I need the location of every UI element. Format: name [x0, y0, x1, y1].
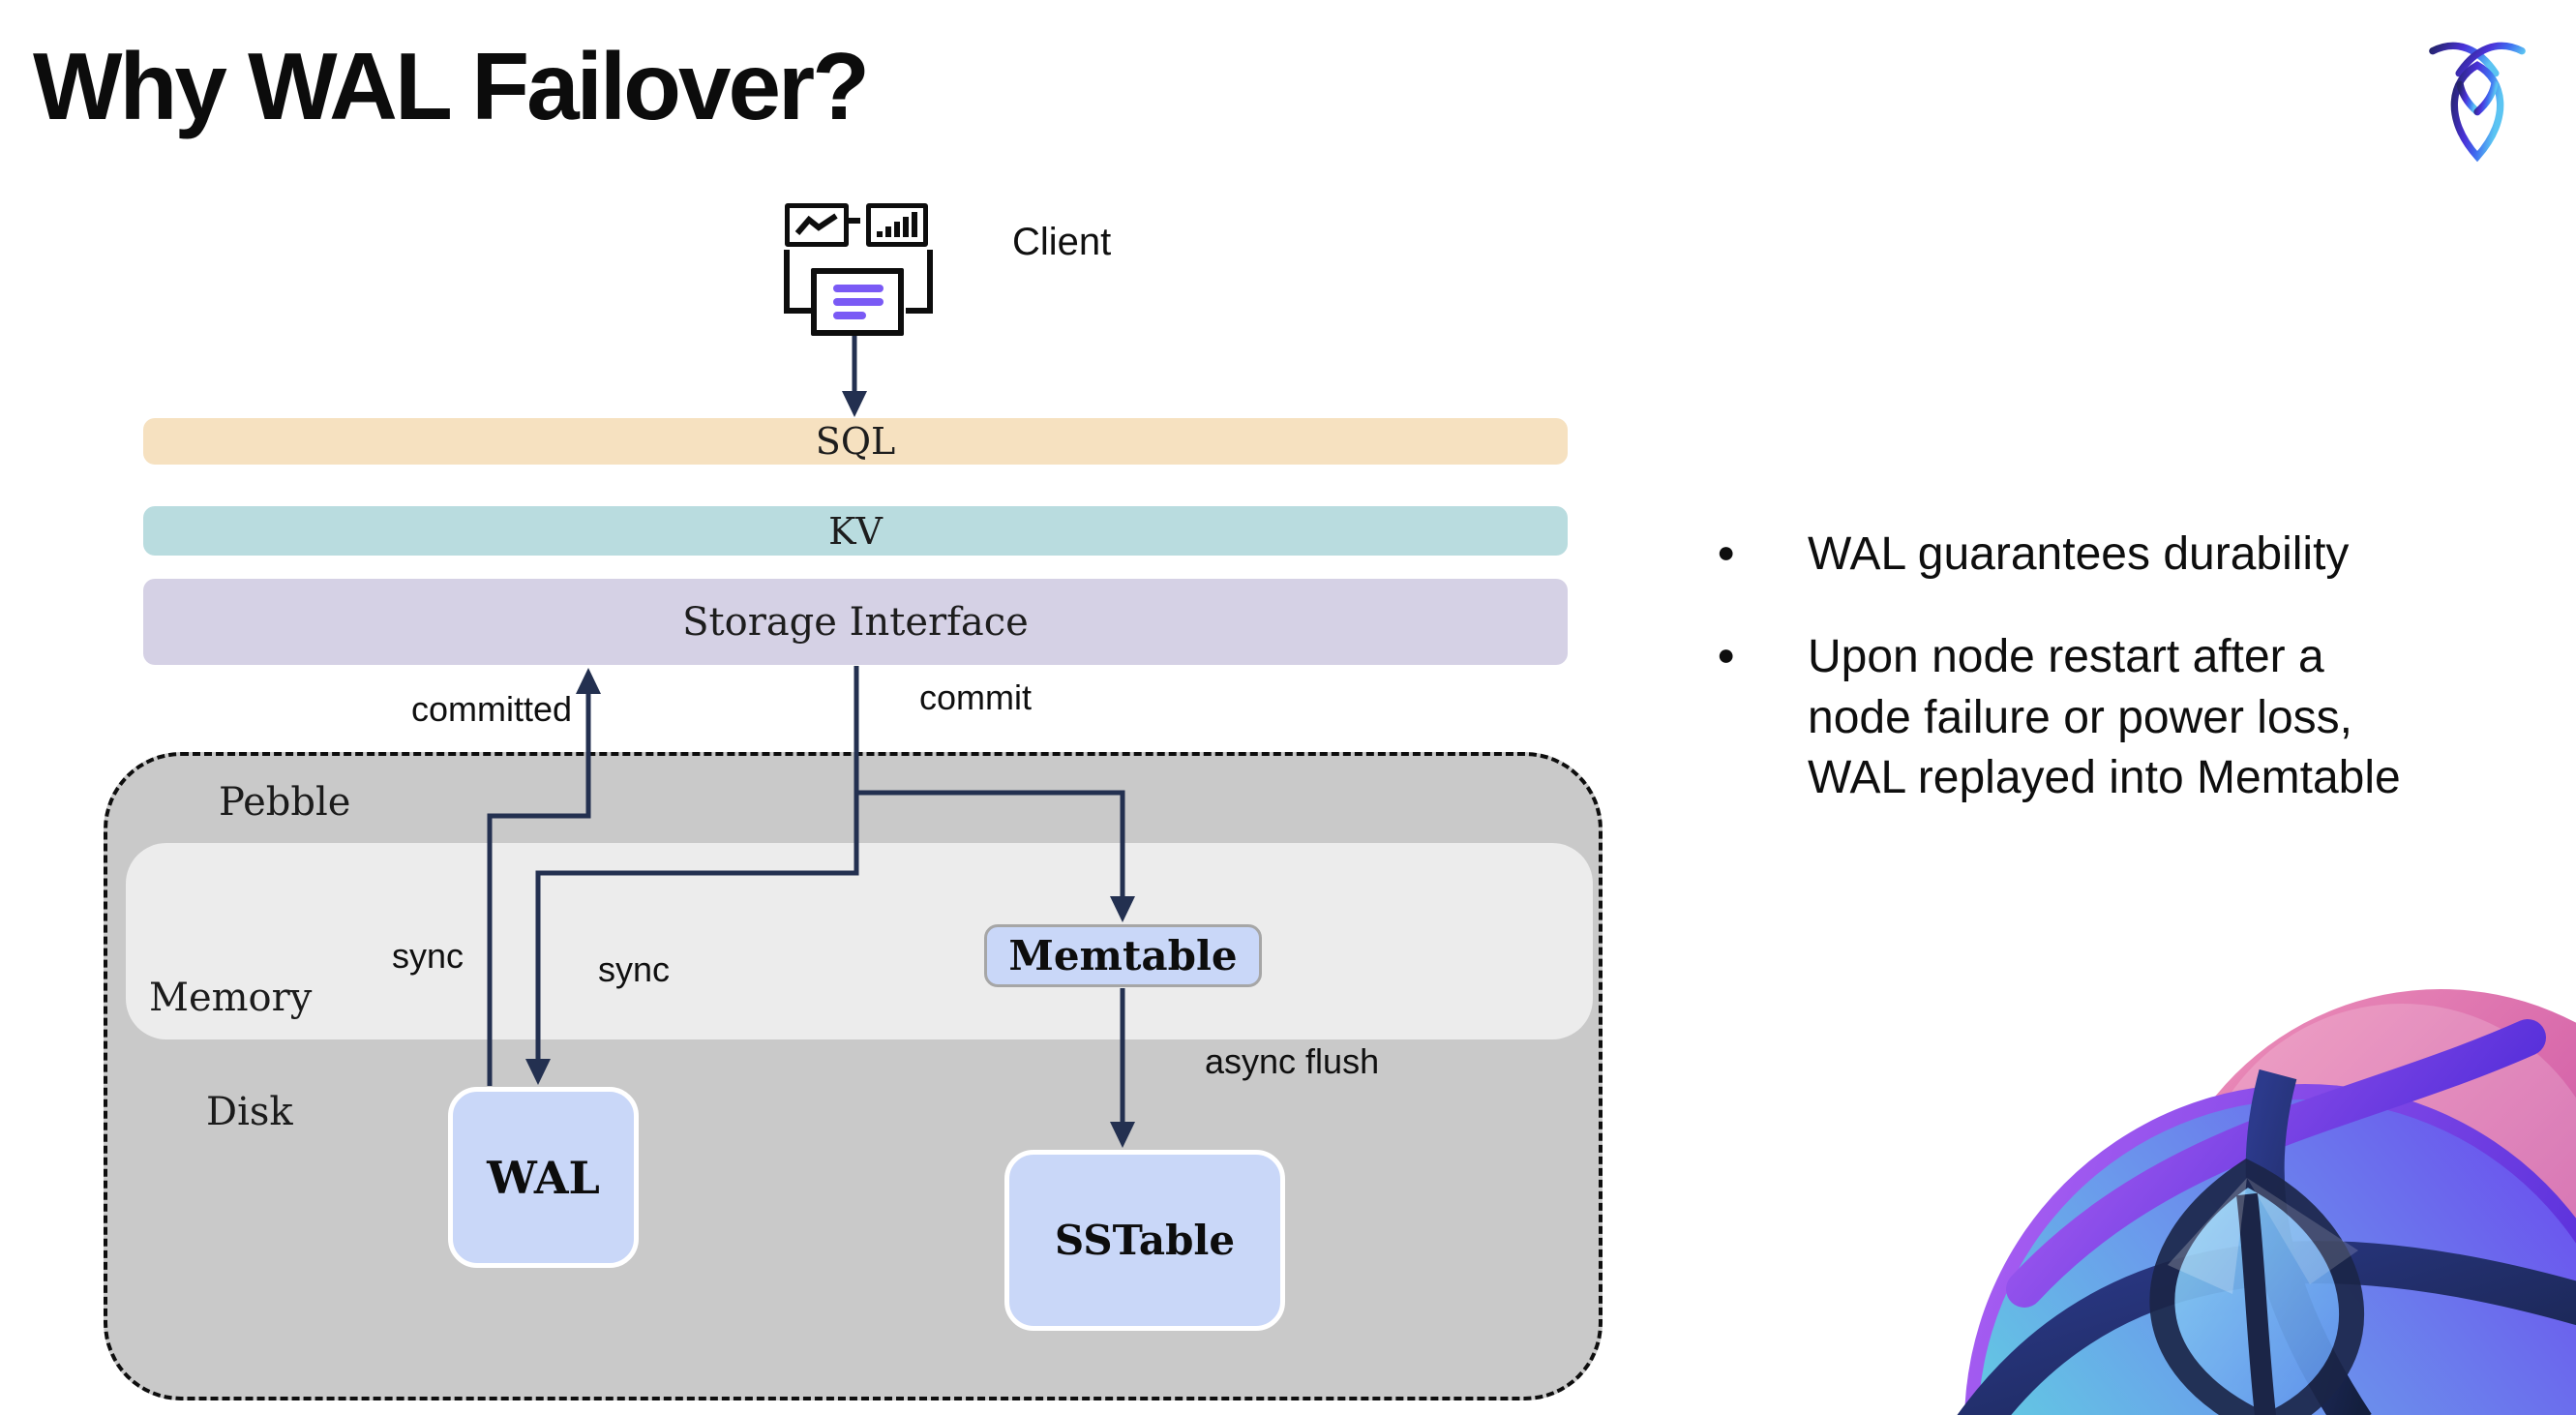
committed-label: committed — [410, 689, 573, 729]
sstable-node: SSTable — [1004, 1150, 1285, 1331]
layer-sql: SQL — [143, 418, 1568, 465]
layer-kv: KV — [143, 506, 1568, 556]
cockroachdb-logo-icon — [2429, 42, 2526, 163]
page-title: Why WAL Failover? — [33, 33, 870, 139]
pebble-label: Pebble — [219, 780, 351, 825]
wal-node: WAL — [448, 1087, 639, 1268]
left-bracket-icon — [784, 250, 811, 314]
arrowhead-sql — [842, 391, 867, 417]
client-label: Client — [1012, 221, 1112, 263]
brand-art — [1957, 989, 2576, 1415]
right-bracket-icon — [906, 250, 933, 314]
sync-label-left: sync — [391, 936, 464, 976]
layer-storage-interface: Storage Interface — [143, 579, 1568, 665]
dash-connector — [849, 218, 860, 224]
bullet-list: WAL guarantees durability Upon node rest… — [1711, 525, 2543, 852]
line-chart-icon — [785, 203, 849, 247]
bullet-item: Upon node restart after a node failure o… — [1711, 627, 2543, 808]
document-icon — [811, 268, 904, 336]
memtable-node: Memtable — [984, 924, 1262, 987]
disk-label: Disk — [206, 1090, 293, 1134]
bullet-item: WAL guarantees durability — [1711, 525, 2543, 585]
bar-chart-icon — [866, 203, 928, 247]
sync-label-right: sync — [597, 949, 671, 989]
leaf-vein — [2236, 1192, 2276, 1415]
commit-label: commit — [919, 677, 1032, 717]
memory-zone — [126, 843, 1593, 1039]
memory-label: Memory — [149, 976, 313, 1020]
async-flush-label: async flush — [1205, 1041, 1380, 1081]
